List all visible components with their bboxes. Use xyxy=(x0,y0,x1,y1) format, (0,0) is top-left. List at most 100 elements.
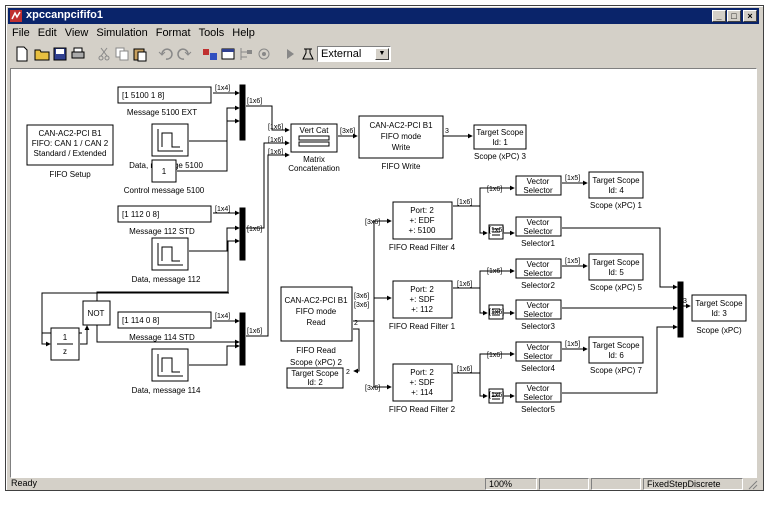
scope7-line1: Target Scope xyxy=(592,341,640,350)
scope3-block[interactable]: Target Scope Id: 1 Scope (xPC) 3 xyxy=(473,124,527,161)
matrix-block-1[interactable] xyxy=(488,224,504,240)
open-folder-icon[interactable] xyxy=(34,46,50,62)
selector2-line1: Vector xyxy=(527,260,550,269)
sig-1x6-a: [1x6] xyxy=(247,98,262,105)
const-112-block[interactable]: [1 112 0 8] Message 112 STD xyxy=(117,205,212,236)
sig-3x6-a: [3x6] xyxy=(340,128,355,135)
sig-1x6-i: [1x6] xyxy=(489,227,504,234)
sig-1x6-n: [1x6] xyxy=(487,352,502,359)
menu-file[interactable]: File xyxy=(12,27,30,39)
filter4-block[interactable]: Port: 2 +: EDF +: 5100 FIFO Read Filter … xyxy=(389,201,456,252)
close-button[interactable]: × xyxy=(743,10,757,22)
sig-3x6-e: [3x6] xyxy=(365,385,380,392)
sig-1x6-e: [1x6] xyxy=(247,226,262,233)
selector2-block[interactable]: Vector Selector Selector2 xyxy=(515,258,562,290)
start-simulation-icon[interactable] xyxy=(282,46,298,62)
selector5-block[interactable]: Vector Selector Selector5 xyxy=(515,382,562,414)
scope1-caption: Scope (xPC) 1 xyxy=(590,201,643,210)
model-explorer-icon[interactable] xyxy=(220,46,236,62)
mux-114[interactable] xyxy=(239,312,246,366)
selector4-line2: Selector xyxy=(523,352,553,361)
model-canvas[interactable]: CAN-AC2-PCI B1 FIFO: CAN 1 / CAN 2 Stand… xyxy=(10,68,757,478)
const-5100-caption: Message 5100 EXT xyxy=(127,108,197,117)
copy-icon[interactable] xyxy=(114,46,130,62)
data-114-caption: Data, message 114 xyxy=(132,386,201,395)
const-5100-block[interactable]: [1 5100 1 8] Message 5100 EXT xyxy=(117,86,212,117)
selector5-line1: Vector xyxy=(527,384,550,393)
vertcat-block[interactable]: Vert Cat Matrix Concatenation xyxy=(288,123,340,173)
const-114-block[interactable]: [1 114 0 8] Message 114 STD xyxy=(117,311,212,342)
cut-icon[interactable] xyxy=(96,46,112,62)
redo-icon[interactable] xyxy=(176,46,192,62)
sig-3: 3 xyxy=(445,128,449,135)
ctrl-5100-block[interactable]: 1 Control message 5100 xyxy=(124,159,205,195)
sig-1x6-f: [1x6] xyxy=(247,328,262,335)
filter1-block[interactable]: Port: 2 +: SDF +: 112 FIFO Read Filter 1 xyxy=(389,280,456,331)
const-112-caption: Message 112 STD xyxy=(129,227,195,236)
sig-1x6-m: [1x6] xyxy=(457,366,472,373)
selector1-line1: Vector xyxy=(527,218,550,227)
selector3-block[interactable]: Vector Selector Selector3 xyxy=(515,299,562,331)
connect-target-icon[interactable] xyxy=(300,46,316,62)
fifo-write-block[interactable]: CAN-AC2-PCI B1 FIFO mode Write FIFO Writ… xyxy=(358,115,444,171)
menu-edit[interactable]: Edit xyxy=(37,27,57,39)
scope7-block[interactable]: Target Scope Id: 6 Scope (xPC) 7 xyxy=(588,336,644,375)
resize-grip-icon[interactable] xyxy=(746,478,758,490)
selector-line2: Selector xyxy=(523,186,553,195)
menu-format[interactable]: Format xyxy=(155,27,191,39)
matrix-block-3[interactable] xyxy=(488,388,504,404)
new-model-icon[interactable] xyxy=(14,46,30,62)
filter2-block[interactable]: Port: 2 +: SDF +: 114 FIFO Read Filter 2 xyxy=(389,363,456,414)
save-icon[interactable] xyxy=(52,46,68,62)
selector3-line2: Selector xyxy=(523,310,553,319)
selector4-caption: Selector4 xyxy=(521,364,555,373)
selector3-caption: Selector3 xyxy=(521,322,555,331)
scope1-block[interactable]: Target Scope Id: 4 Scope (xPC) 1 xyxy=(588,171,644,210)
unit-delay-block[interactable]: 1 z xyxy=(50,327,80,361)
debug-icon[interactable] xyxy=(256,46,272,62)
mux-112[interactable] xyxy=(239,207,246,261)
maximize-button[interactable]: □ xyxy=(727,10,741,22)
sig-1x6-b: [1x6] xyxy=(268,124,283,131)
scope7-caption: Scope (xPC) 7 xyxy=(590,366,643,375)
scope7-line2: Id: 6 xyxy=(608,351,624,360)
sig-3: 3 xyxy=(683,298,687,305)
filter4-line1: Port: 2 xyxy=(410,206,434,215)
data-112-block[interactable]: Data, message 112 xyxy=(132,237,201,284)
model-browser-icon[interactable] xyxy=(238,46,254,62)
solver-name: FixedStepDiscrete xyxy=(643,478,743,490)
print-icon[interactable] xyxy=(70,46,86,62)
undo-icon[interactable] xyxy=(158,46,174,62)
matrix-block-2[interactable] xyxy=(488,304,504,320)
scope5-block[interactable]: Target Scope Id: 5 Scope (xPC) 5 xyxy=(588,253,644,292)
chevron-down-icon[interactable]: ▼ xyxy=(375,48,389,60)
not-block[interactable]: NOT xyxy=(82,300,111,326)
menu-tools[interactable]: Tools xyxy=(198,27,225,39)
sig-1x6-d: [1x6] xyxy=(268,149,283,156)
selector5-line2: Selector xyxy=(523,393,553,402)
menu-help[interactable]: Help xyxy=(232,27,255,39)
library-browser-icon[interactable] xyxy=(202,46,218,62)
simulation-mode-value: External xyxy=(321,48,362,60)
mux-scope-main[interactable] xyxy=(677,281,684,338)
data-114-block[interactable]: Data, message 114 xyxy=(132,348,201,395)
paste-icon[interactable] xyxy=(132,46,148,62)
window-title: xpccanpcififo1 xyxy=(26,9,104,21)
menu-view[interactable]: View xyxy=(64,27,89,39)
mux-5100[interactable] xyxy=(239,84,246,141)
simulation-mode-select[interactable]: External ▼ xyxy=(317,46,391,62)
selector-block[interactable]: Vector Selector xyxy=(515,175,562,196)
selector4-block[interactable]: Vector Selector Selector4 xyxy=(515,341,562,373)
filter1-caption: FIFO Read Filter 1 xyxy=(389,322,456,331)
selector4-line1: Vector xyxy=(527,343,550,352)
const-114-caption: Message 114 STD xyxy=(129,333,195,342)
selector1-block[interactable]: Vector Selector Selector1 xyxy=(515,216,562,248)
fifo-setup-block[interactable]: CAN-AC2-PCI B1 FIFO: CAN 1 / CAN 2 Stand… xyxy=(26,124,114,179)
scope2-block[interactable]: Scope (xPC) 2 Target Scope Id: 2 xyxy=(286,358,344,389)
menu-simulation[interactable]: Simulation xyxy=(96,27,148,39)
scope-main-block[interactable]: Target Scope Id: 3 Scope (xPC) xyxy=(691,294,747,335)
delay-denominator: z xyxy=(63,347,67,356)
fifo-read-block[interactable]: CAN-AC2-PCI B1 FIFO mode Read FIFO Read xyxy=(280,286,353,355)
minimize-button[interactable]: _ xyxy=(712,10,726,22)
fifo-write-line1: CAN-AC2-PCI B1 xyxy=(369,121,433,130)
